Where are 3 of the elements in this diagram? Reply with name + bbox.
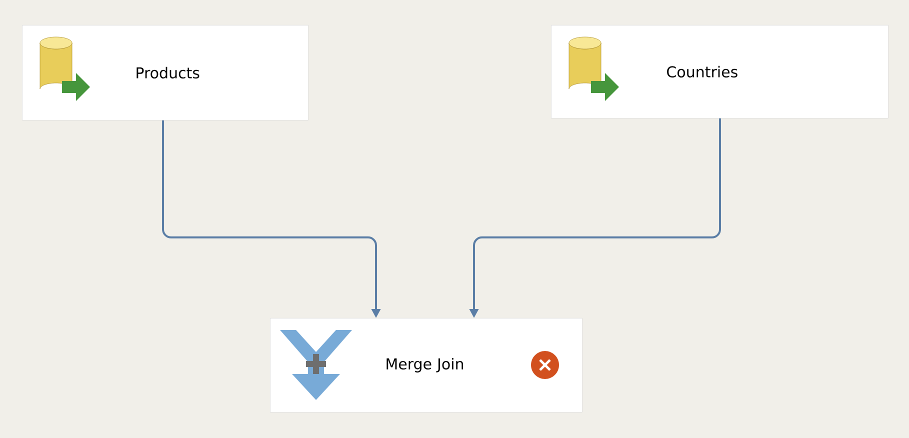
component-box: Products [22, 25, 308, 120]
component-box: Merge Join [270, 318, 582, 412]
component-box: Countries [551, 25, 888, 118]
